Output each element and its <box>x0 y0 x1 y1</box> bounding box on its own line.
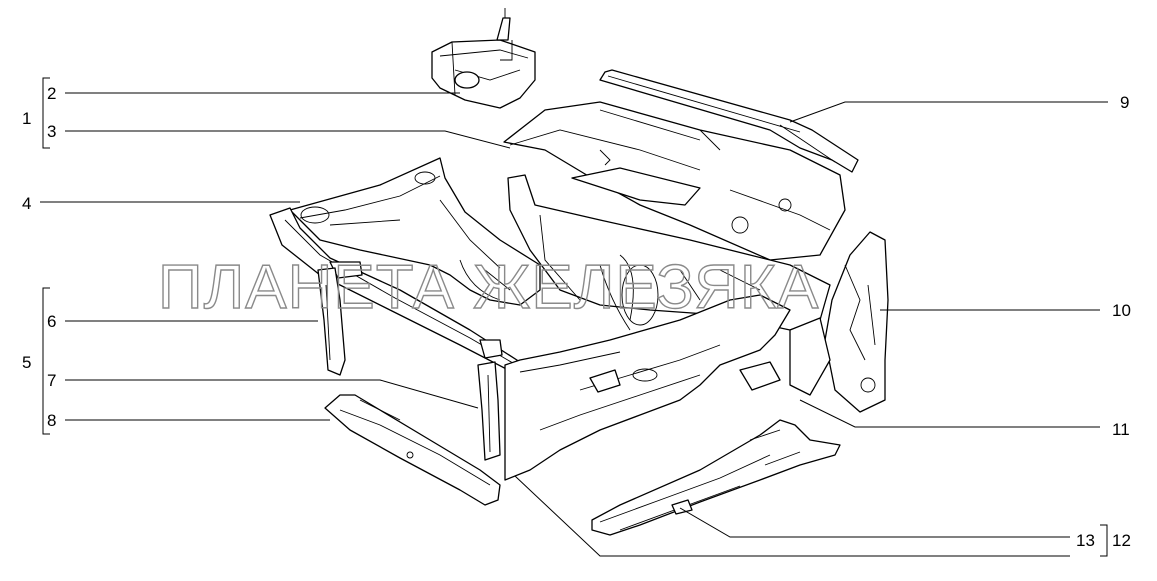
callout-2: 2 <box>47 84 56 103</box>
callout-5: 5 <box>22 353 31 372</box>
callout-4: 4 <box>22 194 31 213</box>
callout-1: 1 <box>22 109 31 128</box>
watermark-text: ПЛАНЕТА ЖЕЛЕЗЯКА <box>158 253 819 322</box>
callout-12: 12 <box>1112 531 1131 550</box>
callout-13: 13 <box>1076 531 1095 550</box>
callout-3: 3 <box>47 122 56 141</box>
part-13-longitudinal-rail <box>591 419 841 536</box>
part-3-dash-panel <box>503 101 846 261</box>
callout-8: 8 <box>47 411 56 430</box>
callout-6: 6 <box>47 312 56 331</box>
leader-lines <box>40 92 1108 557</box>
part-6-left-pillar <box>317 267 346 376</box>
callout-10: 10 <box>1112 301 1131 320</box>
part-11-wheel-arch <box>789 231 889 413</box>
part-4-front-floor <box>289 157 541 306</box>
callout-7: 7 <box>47 371 56 390</box>
part-11-side-member <box>504 294 791 481</box>
part-9-cowl-strip <box>599 69 859 173</box>
callout-brackets <box>42 77 1108 557</box>
callout-11: 11 <box>1112 420 1130 439</box>
part-2-spare-wheel-well <box>431 8 536 109</box>
callout-9: 9 <box>1120 93 1129 112</box>
part-8-lower-crossmember <box>324 394 501 506</box>
part-7-right-pillar <box>477 361 501 461</box>
